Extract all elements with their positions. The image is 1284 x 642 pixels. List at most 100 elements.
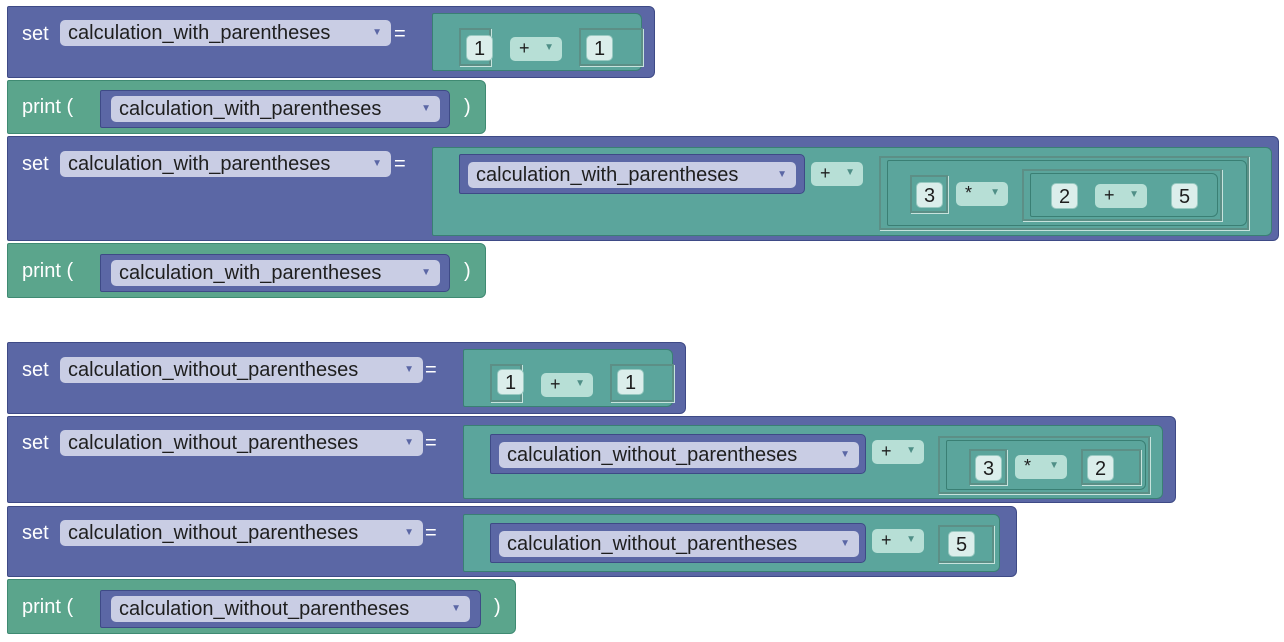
math-block-add[interactable]: 1 +▼ 1 [463,349,674,407]
variable-get-block[interactable]: calculation_with_parentheses ▼ [459,154,805,194]
number-field[interactable]: 1 [617,369,644,395]
variable-name: calculation_without_parentheses [68,522,359,544]
operator-dropdown[interactable]: *▼ [956,182,1008,206]
variable-name: calculation_with_parentheses [119,262,382,284]
variable-dropdown[interactable]: calculation_without_parentheses ▼ [111,596,470,622]
caret-down-icon[interactable]: ▼ [372,158,382,169]
caret-down-icon[interactable]: ▼ [845,167,855,178]
variable-name: calculation_with_parentheses [476,164,739,186]
caret-down-icon[interactable]: ▼ [1129,189,1139,200]
caret-down-icon[interactable]: ▼ [421,267,431,278]
operator-dropdown[interactable]: +▼ [872,529,924,553]
math-block-add[interactable]: calculation_without_parentheses▼ +▼ 3 *▼… [463,425,1163,499]
variable-get-block[interactable]: calculation_without_parentheses ▼ [100,590,481,628]
variable-dropdown[interactable]: calculation_without_parentheses ▼ [499,442,859,468]
equals-label: = [425,359,437,381]
variable-dropdown[interactable]: calculation_with_parentheses ▼ [60,20,391,46]
caret-down-icon[interactable]: ▼ [990,187,1000,198]
set-block-without-1[interactable]: set calculation_without_parentheses▼ = 1… [7,342,686,414]
operator-symbol: + [820,163,831,183]
set-label: set [22,23,49,45]
variable-name: calculation_without_parentheses [507,444,798,466]
variable-dropdown[interactable]: calculation_without_parentheses▼ [60,357,423,383]
operand-slot [1022,169,1222,221]
operator-dropdown[interactable]: +▼ [811,162,863,186]
variable-name: calculation_without_parentheses [119,598,410,620]
operator-symbol: + [881,441,892,461]
print-label: print ( [22,96,74,118]
caret-down-icon[interactable]: ▼ [840,449,850,460]
number-field[interactable]: 1 [466,35,493,61]
print-block-2[interactable]: print ( calculation_with_parentheses▼ ) [7,243,486,298]
operator-symbol: + [881,530,892,550]
operator-dropdown[interactable]: +▼ [872,440,924,464]
math-block-add-inner[interactable]: 2 +▼ 5 [1030,173,1218,217]
operator-dropdown[interactable]: +▼ [510,37,562,61]
caret-down-icon[interactable]: ▼ [777,169,787,180]
equals-label: = [394,23,406,45]
operator-symbol: * [965,183,973,203]
number-field[interactable]: 5 [1171,183,1198,209]
caret-down-icon[interactable]: ▼ [544,42,554,53]
operator-symbol: * [1024,456,1032,476]
number-field[interactable]: 3 [975,455,1002,481]
operand-slot [579,28,643,66]
variable-get-block[interactable]: calculation_without_parentheses▼ [490,523,866,563]
set-block-without-2[interactable]: set calculation_without_parentheses▼ = c… [7,416,1176,503]
print-block-3[interactable]: print ( calculation_without_parentheses▼… [7,579,516,634]
math-block-add[interactable]: calculation_without_parentheses▼ +▼ 5 [463,514,1000,572]
print-close-paren: ) [494,596,501,618]
set-block-with-2[interactable]: set calculation_with_parentheses▼ = calc… [7,136,1279,241]
variable-get-block[interactable]: calculation_without_parentheses ▼ [490,434,866,474]
set-label: set [22,359,49,381]
caret-down-icon[interactable]: ▼ [840,538,850,549]
operator-dropdown[interactable]: +▼ [1095,184,1147,208]
variable-name: calculation_with_parentheses [68,153,331,175]
set-label: set [22,522,49,544]
variable-dropdown[interactable]: calculation_with_parentheses ▼ [111,260,440,286]
number-field[interactable]: 1 [586,35,613,61]
number-field[interactable]: 3 [916,182,943,208]
variable-dropdown[interactable]: calculation_without_parentheses▼ [499,531,859,557]
operand-slot [910,175,948,213]
variable-get-block[interactable]: calculation_with_parentheses▼ [100,90,450,128]
math-block-add[interactable]: 1 +▼ 1 [432,13,643,71]
number-field[interactable]: 2 [1087,455,1114,481]
variable-get-block[interactable]: calculation_with_parentheses ▼ [100,254,450,292]
set-block-with-1[interactable]: set calculation_with_parentheses▼ = 1 +▼… [7,6,655,78]
operator-symbol: + [1104,185,1115,205]
variable-dropdown[interactable]: calculation_with_parentheses ▼ [60,151,391,177]
caret-down-icon[interactable]: ▼ [404,437,414,448]
equals-label: = [425,522,437,544]
print-block-1[interactable]: print ( calculation_with_parentheses▼ ) [7,80,486,134]
caret-down-icon[interactable]: ▼ [575,378,585,389]
number-field[interactable]: 5 [948,531,975,557]
caret-down-icon[interactable]: ▼ [906,445,916,456]
variable-dropdown[interactable]: calculation_without_parentheses ▼ [60,520,423,546]
variable-dropdown[interactable]: calculation_with_parentheses ▼ [468,162,796,188]
caret-down-icon[interactable]: ▼ [404,364,414,375]
math-block-multiply[interactable]: 3 *▼ 2 +▼ 5 [887,160,1247,226]
set-block-without-3[interactable]: set calculation_without_parentheses▼ = c… [7,506,1017,577]
number-field[interactable]: 1 [497,369,524,395]
print-label: print ( [22,260,74,282]
number-field[interactable]: 2 [1051,183,1078,209]
math-block-add[interactable]: calculation_with_parentheses▼ +▼ 3 *▼ 2 … [432,147,1272,236]
caret-down-icon[interactable]: ▼ [451,603,461,614]
caret-down-icon[interactable]: ▼ [906,534,916,545]
equals-label: = [425,432,437,454]
operand-slot [1081,449,1141,485]
variable-dropdown[interactable]: calculation_without_parentheses ▼ [60,430,423,456]
caret-down-icon[interactable]: ▼ [372,27,382,38]
set-label: set [22,153,49,175]
caret-down-icon[interactable]: ▼ [404,527,414,538]
variable-name: calculation_without_parentheses [68,432,359,454]
caret-down-icon[interactable]: ▼ [1049,460,1059,471]
operator-dropdown[interactable]: +▼ [541,373,593,397]
caret-down-icon[interactable]: ▼ [421,103,431,114]
operator-symbol: + [519,38,530,58]
variable-name: calculation_with_parentheses [68,22,331,44]
operator-dropdown[interactable]: *▼ [1015,455,1067,479]
math-block-multiply[interactable]: 3 *▼ 2 [946,440,1146,490]
variable-dropdown[interactable]: calculation_with_parentheses▼ [111,96,440,122]
